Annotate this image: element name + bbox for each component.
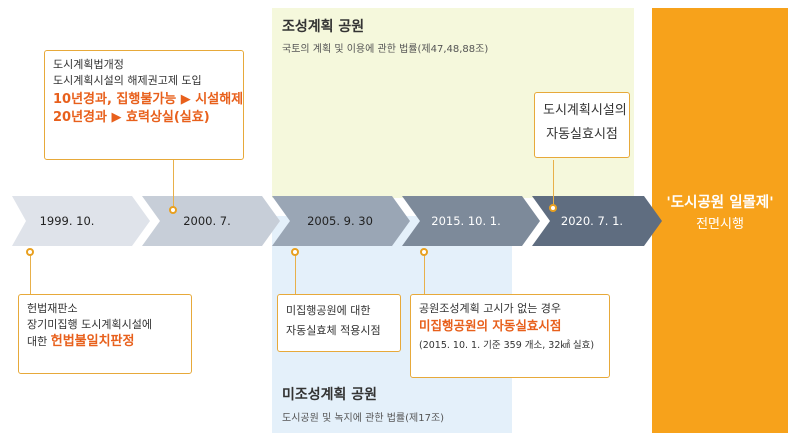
timeline-date-2000: 2000. 7. [183,214,231,228]
timeline-arrow-2005 [272,196,410,246]
timeline-date-2005: 2005. 9. 30 [307,214,373,228]
callout-2015-line3: (2015. 10. 1. 기준 359 개소, 32㎢ 실효) [419,340,595,351]
callout-2020: 도시계획시설의 자동실효시점 [534,92,630,158]
marker-dot-2005 [291,248,299,256]
callout-2005: 미집행공원에 대한 자동실효체 적용시점 [277,294,401,352]
connector-2015 [424,252,425,294]
timeline-date-2020: 2020. 7. 1. [560,214,624,228]
connector-2020 [553,160,554,208]
callout-1999-line1: 헌법재판소 [27,302,78,315]
planned-park-title: 조성계획 공원 [282,19,365,35]
marker-dot-2020 [549,204,557,212]
callout-1999-line3-prefix: 대한 [27,335,51,348]
marker-dot-2015 [420,248,428,256]
timeline-date-1999: 1999. 10. [39,214,95,228]
planned-park-law: 국토의 계획 및 이용에 관한 법률(제47,48,88조) [282,44,489,55]
callout-2020-line2: 자동실효시점 [546,127,618,142]
callout-2020-line1: 도시계획시설의 [543,103,627,118]
callout-2005-line2: 자동실효체 적용시점 [286,324,381,337]
callout-1999-highlight: 헌법불일치판정 [50,334,135,349]
timeline-date-2015: 2015. 10. 1. [431,214,501,228]
connector-1999 [30,252,31,294]
timeline-arrow-1999 [12,196,150,246]
callout-2015: 공원조성계획 고시가 없는 경우 미집행공원의 자동실효시점 (2015. 10… [410,294,610,378]
marker-dot-2000 [169,206,177,214]
final-stage-subtitle: 전면시행 [696,217,744,232]
timeline-arrow-2015 [402,196,540,246]
callout-2000-line2: 도시계획시설의 해제권고제 도입 [53,74,202,87]
callout-2000-line3: 10년경과, 집행불가능 ▶ 시설해제 [53,92,244,107]
final-stage-panel [652,8,788,433]
connector-2005 [295,252,296,294]
marker-dot-1999 [26,248,34,256]
callout-2005-line1: 미집행공원에 대한 [286,304,371,317]
final-stage-title: '도시공원 일몰제' [666,195,774,211]
callout-2000-line1: 도시계획법개정 [53,58,124,71]
callout-2000: 도시계획법개정 도시계획시설의 해제권고제 도입 10년경과, 집행불가능 ▶ … [44,50,244,160]
callout-1999: 헌법재판소 장기미집행 도시계획시설에 대한 헌법불일치판정 [18,294,192,374]
unplanned-park-title: 미조성계획 공원 [282,387,378,403]
callout-1999-line2: 장기미집행 도시계획시설에 [27,318,152,331]
callout-2000-line4: 20년경과 ▶ 효력상실(실효) [53,110,210,125]
connector-2000 [173,160,174,210]
unplanned-park-law: 도시공원 및 녹지에 관한 법률(제17조) [282,413,445,424]
callout-2015-line2: 미집행공원의 자동실효시점 [419,318,562,333]
callout-2015-line1: 공원조성계획 고시가 없는 경우 [419,302,562,315]
timeline-arrow-2020 [532,196,662,246]
